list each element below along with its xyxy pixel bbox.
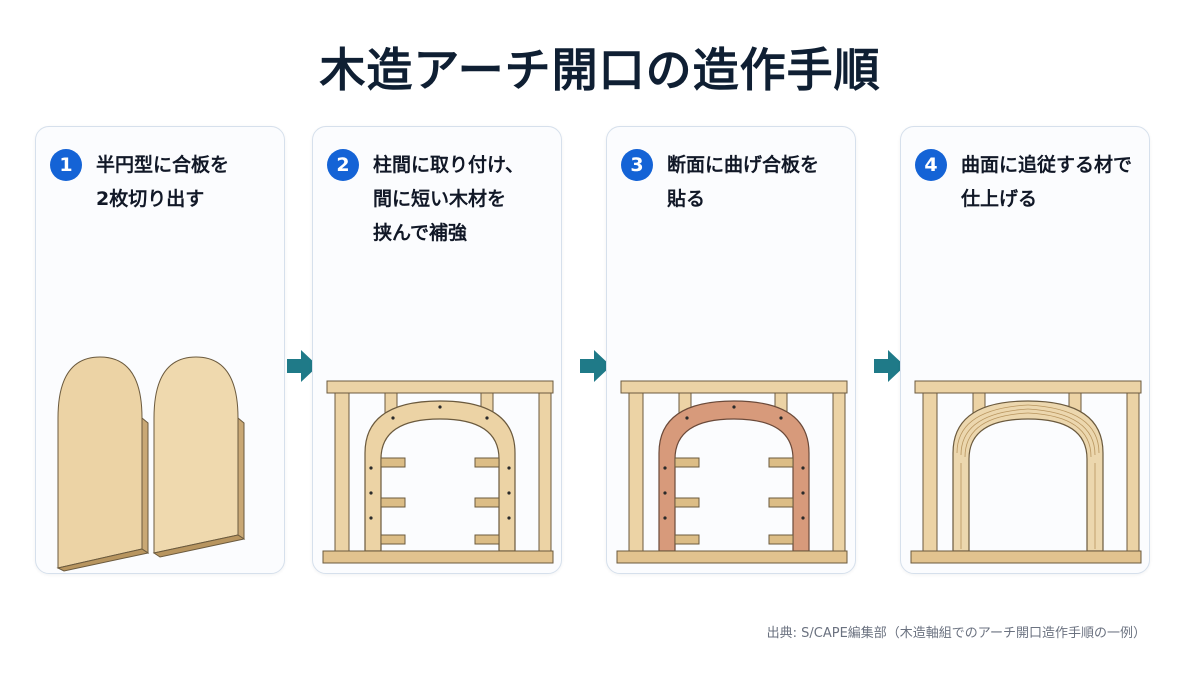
step-panel-2: 2 柱間に取り付け、 間に短い木材を 挟んで補強 — [312, 126, 562, 574]
step-number-3: 3 — [621, 149, 653, 181]
step-header-4: 4 曲面に追従する材で 仕上げる — [915, 149, 1139, 216]
step-number-2: 2 — [327, 149, 359, 181]
step-number-4: 4 — [915, 149, 947, 181]
step-text-2: 柱間に取り付け、 間に短い木材を 挟んで補強 — [373, 154, 525, 244]
step-header-1: 1 半円型に合板を 2枚切り出す — [50, 149, 274, 216]
arch-frame-blocking-illustration — [322, 380, 554, 564]
arch-bent-plywood-illustration — [616, 380, 848, 564]
step-panel-3: 3 断面に曲げ合板を 貼る — [606, 126, 856, 574]
source-caption: 出典: S/CAPE編集部（木造軸組でのアーチ開口造作手順の一例） — [766, 626, 1146, 641]
next-arrow-icon — [874, 350, 905, 382]
step-header-3: 3 断面に曲げ合板を 貼る — [621, 149, 845, 216]
step-text-3: 断面に曲げ合板を 貼る — [667, 154, 820, 210]
next-arrow-icon — [287, 350, 318, 382]
page-title: 木造アーチ開口の造作手順 — [319, 43, 881, 97]
arch-finished-illustration — [910, 380, 1142, 564]
step-text-4: 曲面に追従する材で 仕上げる — [961, 154, 1133, 210]
step-panel-1: 1 半円型に合板を 2枚切り出す — [35, 126, 285, 574]
step-text-1: 半円型に合板を 2枚切り出す — [96, 154, 230, 210]
step-header-2: 2 柱間に取り付け、 間に短い木材を 挟んで補強 — [327, 149, 551, 250]
next-arrow-icon — [580, 350, 611, 382]
plywood-half-circle-illustration — [56, 356, 246, 572]
step-panel-4: 4 曲面に追従する材で 仕上げる — [900, 126, 1150, 574]
step-number-1: 1 — [50, 149, 82, 181]
